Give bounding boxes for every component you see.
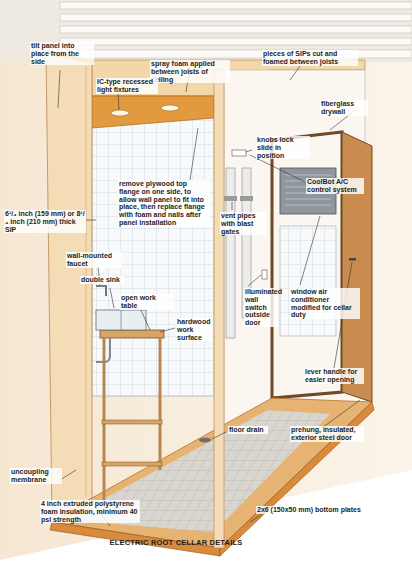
callout-label: vent pipes with blast gates: [220, 212, 266, 235]
left-sip-wall: [46, 50, 92, 522]
sip-ceiling: [92, 96, 214, 128]
front-sip-edge: [214, 70, 224, 548]
blast-gate: [224, 196, 237, 201]
illustration-part: [60, 26, 412, 33]
callout-label: IC-type recessed light fixtures: [96, 78, 158, 94]
callout-label: knobs lock slide in position: [256, 136, 310, 159]
callout-label: window air conditioner modified for cell…: [290, 288, 360, 319]
callout-label: floor drain: [228, 426, 268, 434]
door-frame: [272, 132, 342, 398]
callout-label: double sink: [80, 276, 124, 284]
callout-label: hardwood work surface: [176, 318, 212, 341]
illustration-part: [102, 420, 162, 424]
recessed-light: [161, 105, 179, 111]
illustration-part: [121, 310, 122, 330]
drain-pipe: [96, 338, 110, 362]
illustration-part: [190, 128, 198, 180]
floor: [52, 398, 372, 548]
illustration-part: [60, 38, 412, 45]
illustration-part: [160, 328, 175, 332]
callout-label: illuminated wall switch outside door: [244, 288, 278, 327]
callout-label: lever handle for easier opening: [304, 368, 364, 384]
tiled-back-wall: [92, 96, 214, 396]
callout-label: pieces of SIPs cut and foamed between jo…: [262, 50, 358, 66]
wall-switch: [262, 270, 267, 279]
illustration-part: [140, 308, 150, 330]
callout-label: CoolBot A/C control system: [306, 178, 364, 194]
coolbot-controller: [232, 150, 246, 156]
blast-gate: [240, 196, 253, 201]
illustration-part: [100, 330, 164, 338]
vent-pipe: [226, 168, 235, 338]
illustration-part: [246, 150, 252, 152]
illustration-part: [212, 432, 226, 439]
illustration-part: [118, 92, 119, 110]
callout-label: 6¹/₄ inch (159 mm) or 8¹/₄ inch (210 mm)…: [4, 210, 86, 233]
illustration-part: [110, 288, 114, 308]
illustration-part: [300, 216, 320, 285]
floor-drain: [199, 438, 211, 443]
callout-label: 4 inch extruded polystyrene foam insulat…: [40, 500, 140, 523]
illustration-part: [102, 462, 162, 466]
bottom-plate: [220, 402, 374, 556]
leader-lines: [58, 66, 360, 526]
illustration-part: [322, 400, 360, 428]
callout-label: wall-mounted faucet: [66, 252, 122, 268]
illustration-part: [159, 338, 162, 470]
faucet: [96, 286, 106, 296]
illustration-part: [60, 2, 412, 9]
illustration-part: [332, 262, 352, 380]
illustration-part: [60, 470, 76, 480]
illustration-part: [86, 220, 96, 221]
callout-label: open work table: [120, 294, 174, 310]
callout-label: spray foam applied between joists of cei…: [150, 60, 230, 83]
callout-label: fiberglass drywall: [320, 100, 368, 116]
callout-label: tilt panel into place from the side: [30, 42, 94, 65]
figure-caption: ELECTRIC ROOT CELLAR DETAILS: [110, 538, 243, 547]
illustration-part: [58, 70, 60, 108]
callout-label: prehung, insulated, exterior steel door: [290, 426, 364, 442]
illustration-part: [60, 14, 412, 21]
illustration-part: [290, 66, 300, 80]
steel-door: [342, 132, 372, 402]
tile-panel: [280, 226, 336, 336]
recessed-light: [111, 110, 129, 116]
callout-label: remove plywood top flange on one side, t…: [118, 180, 210, 227]
illustration-part: [248, 275, 261, 286]
illustration-part: [232, 202, 233, 210]
lever-handle: [349, 258, 356, 261]
callout-label: 2x6 (150x50 mm) bottom plates: [256, 506, 366, 514]
double-sink: [96, 310, 146, 330]
illustration-part: [60, 50, 412, 58]
callout-label: uncoupling membrane: [10, 468, 62, 484]
